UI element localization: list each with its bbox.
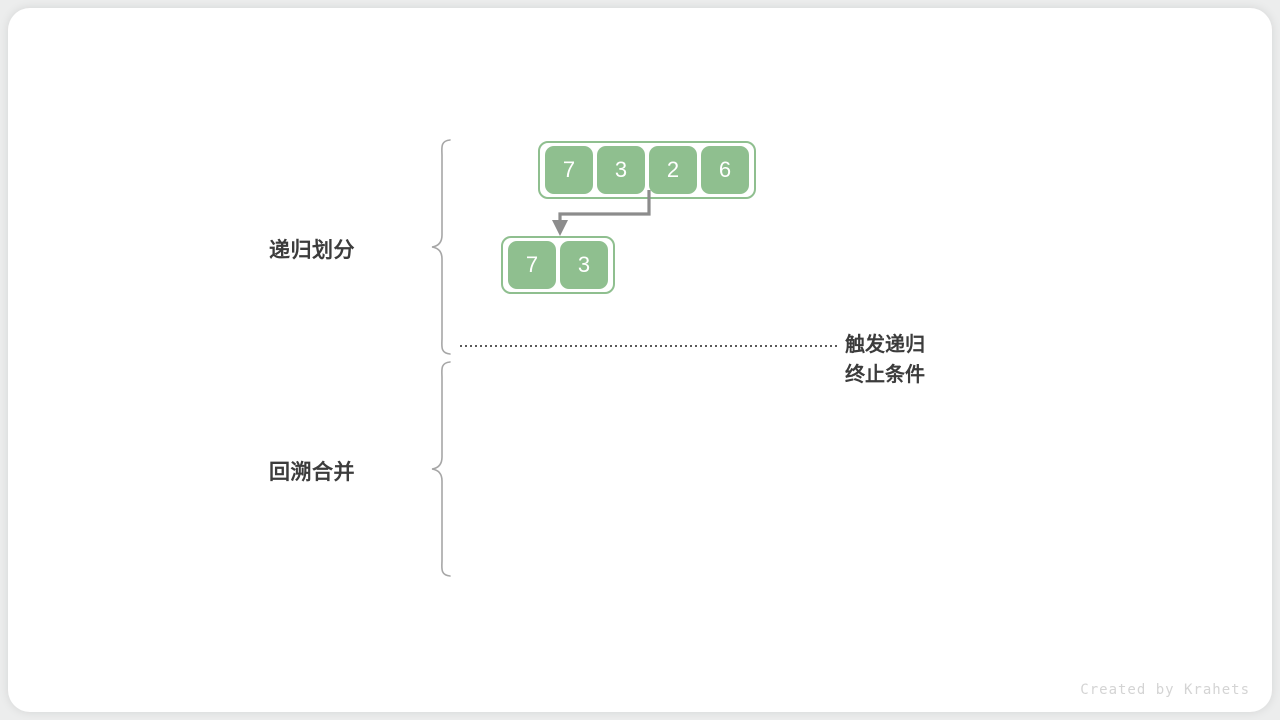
- watermark: Created by Krahets: [1080, 682, 1250, 698]
- array-cell: 6: [701, 146, 749, 194]
- termination-note-line1: 触发递归: [845, 334, 925, 356]
- array-bottom: 7 3: [501, 236, 615, 294]
- array-cell: 7: [545, 146, 593, 194]
- termination-note: 触发递归 终止条件: [845, 330, 925, 390]
- split-arrow-icon: [552, 190, 651, 236]
- diagram-card: [8, 8, 1272, 712]
- array-top: 7 3 2 6: [538, 141, 756, 199]
- array-cell: 7: [508, 241, 556, 289]
- array-cell: 2: [649, 146, 697, 194]
- array-cell: 3: [560, 241, 608, 289]
- stage-label-merge: 回溯合并: [269, 461, 355, 484]
- recursion-boundary-divider: [460, 345, 838, 347]
- array-cell: 3: [597, 146, 645, 194]
- brace-divide-icon: [431, 139, 451, 355]
- brace-merge-icon: [431, 361, 451, 577]
- stage-label-divide: 递归划分: [269, 239, 355, 262]
- termination-note-line2: 终止条件: [845, 364, 925, 386]
